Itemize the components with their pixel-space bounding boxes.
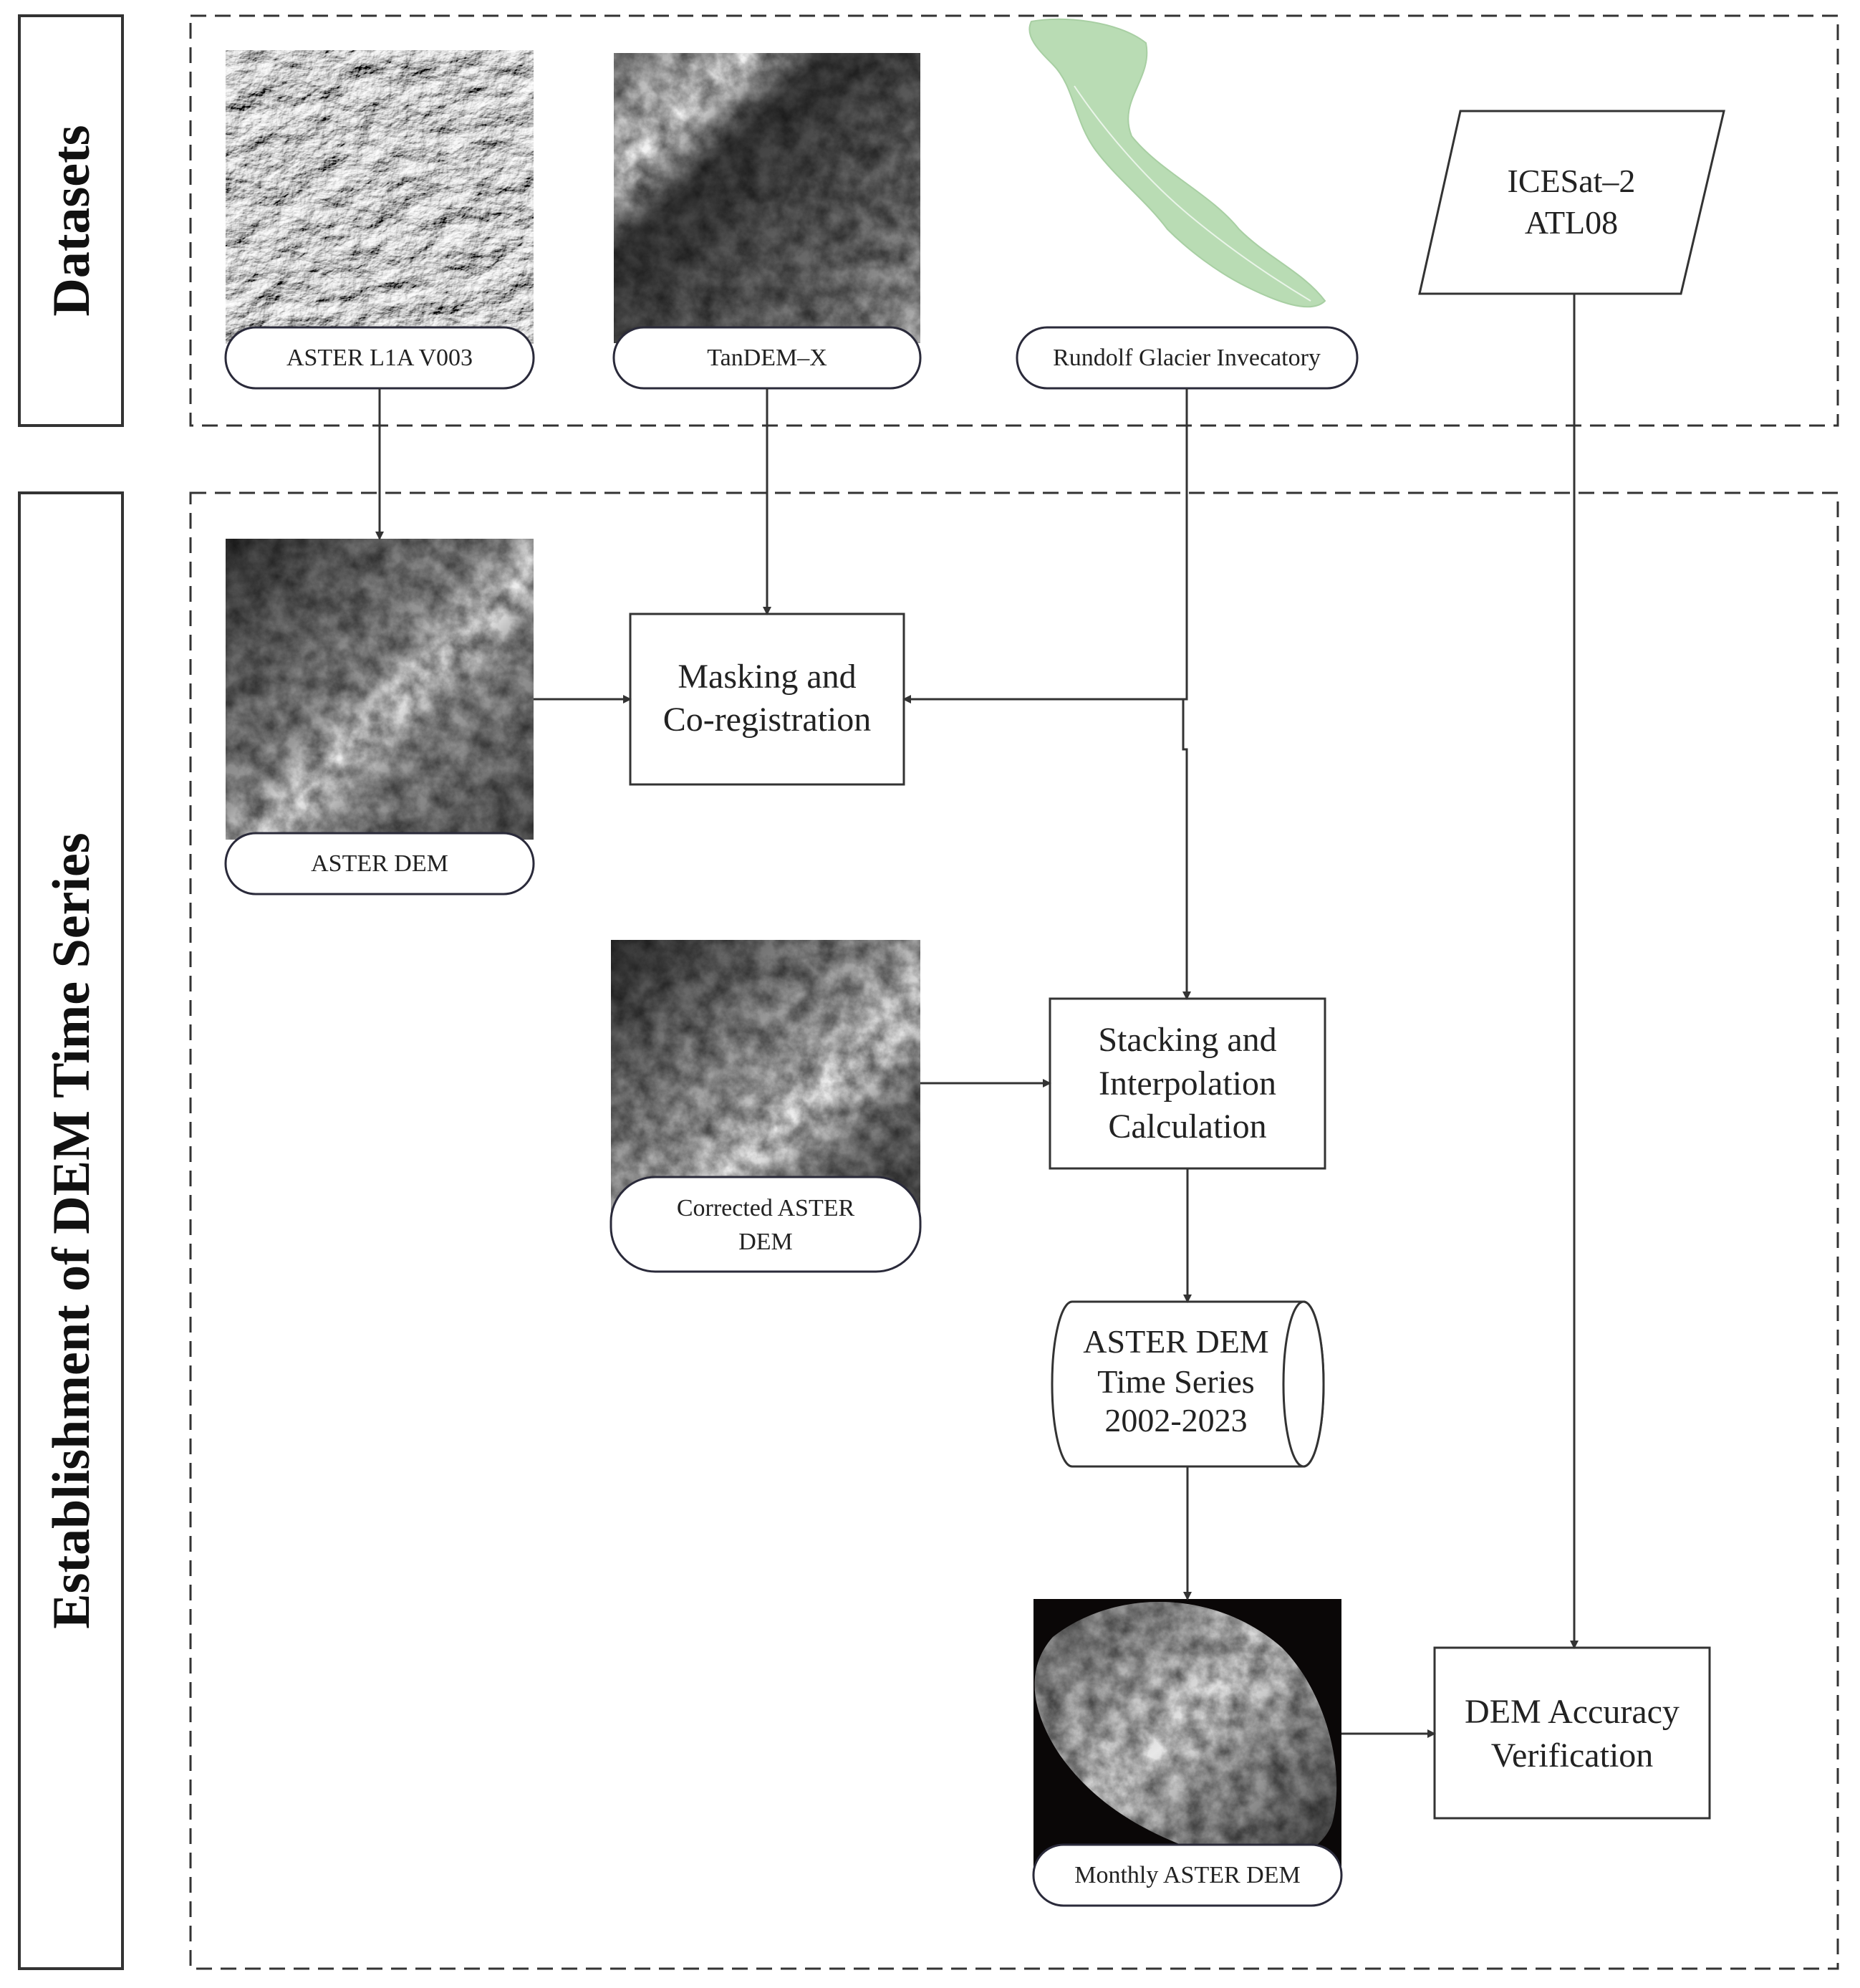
corrected-dem-caption <box>609 1176 922 1273</box>
masking-label-2: Co-registration <box>663 701 872 739</box>
icesat-label-1: ICESat–2 <box>1508 163 1636 199</box>
aster-dem-image <box>226 539 534 840</box>
corrected-dem-image <box>611 940 920 1212</box>
glacier-inventory-image <box>1028 18 1326 308</box>
stacking-interpolation-box <box>1049 997 1326 1170</box>
tandem-x-label: TanDEM–X <box>707 345 827 371</box>
dem-series-label-frame <box>18 491 124 1970</box>
arrow-rgi-to-stacking <box>1182 698 1191 1000</box>
datasets-label-frame <box>18 14 124 427</box>
time-series-cylinder <box>1051 1300 1325 1468</box>
stacking-label-1: Stacking and <box>1098 1021 1276 1059</box>
aster-l1a-label: ASTER L1A V003 <box>286 345 473 371</box>
masking-label-1: Masking and <box>678 658 856 696</box>
datasets-title: Datasets <box>42 125 101 316</box>
dem-series-title: Establishment of DEM Time Series <box>42 832 101 1628</box>
corrected-dem-label-1: Corrected ASTER <box>677 1195 855 1221</box>
accuracy-verification-box <box>1433 1646 1711 1820</box>
aster-dem-caption <box>224 832 535 895</box>
icesat-parallelogram <box>1418 110 1725 295</box>
monthly-dem-caption <box>1032 1843 1343 1907</box>
corrected-dem-label-2: DEM <box>738 1229 793 1255</box>
stacking-label-2: Interpolation <box>1099 1065 1276 1103</box>
arrow-rgi-to-masking <box>902 388 1188 704</box>
icesat-label-2: ATL08 <box>1525 204 1618 241</box>
aster-l1a-image <box>226 50 534 344</box>
monthly-dem-label: Monthly ASTER DEM <box>1074 1862 1300 1888</box>
tandem-x-image <box>614 53 920 343</box>
time-series-label-2: Time Series <box>1097 1363 1254 1400</box>
rgi-label: Rundolf Glacier Invecatory <box>1053 345 1321 371</box>
accuracy-label-1: DEM Accuracy <box>1465 1693 1680 1731</box>
datasets-section <box>189 14 1839 427</box>
time-series-label-3: 2002-2023 <box>1104 1402 1247 1439</box>
masking-coregistration-box <box>629 613 905 786</box>
aster-dem-label: ASTER DEM <box>311 850 448 877</box>
time-series-label-1: ASTER DEM <box>1083 1323 1268 1360</box>
dem-series-section <box>189 491 1839 1970</box>
monthly-dem-image <box>1033 1599 1341 1871</box>
accuracy-label-2: Verification <box>1491 1737 1654 1775</box>
stacking-label-3: Calculation <box>1108 1108 1266 1146</box>
